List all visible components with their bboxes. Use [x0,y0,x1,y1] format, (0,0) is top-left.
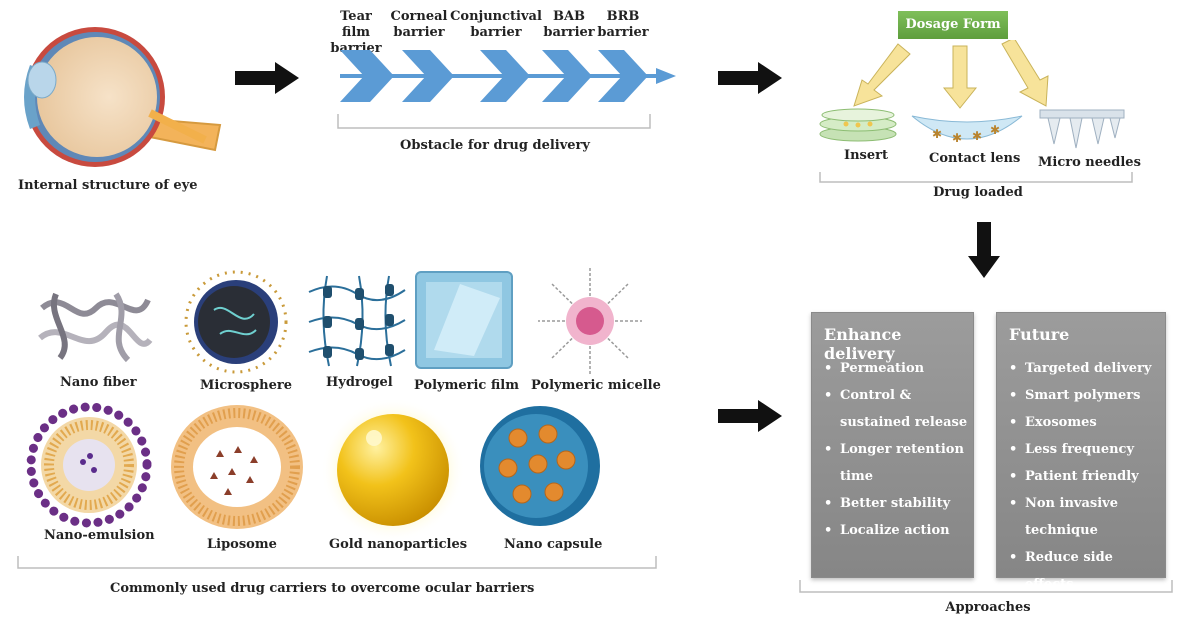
barriers-bracket [337,114,651,129]
liposome-icon [171,405,303,529]
eye-caption: Internal structure of eye [18,178,198,193]
dosage-bracket [819,172,1133,183]
list-item: •Control & [824,388,912,403]
enhance-delivery-list: •Permeation •Control & sustained release… [824,355,967,544]
microsphere-icon [184,270,288,374]
list-item: sustained release [840,415,968,430]
carriers-caption: Commonly used drug carriers to overcome … [110,581,535,596]
dosage-micro-needles-label: Micro needles [1038,155,1141,170]
right-arrow-icon [235,62,299,94]
nano-capsule-icon [480,406,600,526]
list-item: •Longer retention [824,442,964,457]
future-panel: Future •Targeted delivery •Smart polymer… [996,312,1166,592]
list-item: •Non invasive [1009,496,1118,511]
future-list: •Targeted delivery •Smart polymers •Exos… [1009,355,1165,598]
list-item: •Permeation [824,361,925,376]
chevron-icon [402,50,454,102]
right-arrow-icon [718,62,782,94]
list-item: •Less frequency [1009,442,1135,457]
dosage-form-box: Dosage Form [898,11,1008,39]
carriers-bracket [17,556,657,569]
approaches-bracket [799,580,1173,593]
dosage-arrows [853,40,1049,109]
barriers-caption: Obstacle for drug delivery [400,138,590,153]
list-item: •Exosomes [1009,415,1097,430]
svg-text:✱: ✱ [952,131,962,145]
carrier-gold-nanoparticles-label: Gold nanoparticles [329,537,468,552]
right-arrow-icon [718,400,782,432]
hydrogel-icon [308,275,406,367]
list-item: •Smart polymers [1009,388,1141,403]
list-item: •Localize action [824,523,950,538]
down-arrow-icon [968,222,1000,278]
list-item: •Reduce side effects [1009,550,1113,592]
dosage-insert-label: Insert [844,148,888,163]
svg-text:✱: ✱ [932,127,942,141]
nano-emulsion-icon [26,402,152,528]
dosage-contact-lens-label: Contact lens [929,151,1021,166]
carrier-hydrogel-label: Hydrogel [326,375,393,390]
polymeric-micelle-icon [538,268,642,374]
carrier-nano-emulsion-label: Nano-emulsion [44,528,155,543]
carrier-microsphere-label: Microsphere [200,378,293,393]
carrier-polymeric-film-label: Polymeric film [414,378,519,393]
list-item: technique [1025,523,1098,538]
polymeric-film-icon [415,271,513,369]
carrier-polymeric-micelle-label: Polymeric micelle [531,378,661,393]
carrier-liposome-label: Liposome [207,537,277,552]
chevron-icon [480,50,530,102]
carrier-nano-fiber-label: Nano fiber [60,375,137,390]
chevron-icon [598,50,648,102]
carrier-nano-capsule-label: Nano capsule [504,537,603,552]
insert-icon [819,108,897,142]
svg-text:✱: ✱ [990,123,1000,137]
approaches-caption: Approaches [945,600,1031,615]
barrier-chevrons [340,50,676,102]
chevron-icon [542,50,592,102]
enhance-delivery-title: Enhance delivery [824,325,902,363]
micro-needles-icon [1039,109,1125,149]
gold-nanoparticle-icon [321,400,465,540]
dosage-caption: Drug loaded [933,185,1023,200]
chevron-icon [340,50,394,102]
list-item: •Better stability [824,496,951,511]
future-title: Future [1009,325,1070,344]
svg-text:✱: ✱ [972,129,982,143]
list-item: time [840,469,873,484]
enhance-delivery-panel: Enhance delivery •Permeation •Control & … [811,312,974,578]
contact-lens-icon: ✱ ✱ ✱ ✱ [911,115,1023,145]
list-item: •Patient friendly [1009,469,1139,484]
list-item: •Targeted delivery [1009,361,1152,376]
nano-fiber-icon [38,292,153,363]
eye-illustration [24,27,222,167]
